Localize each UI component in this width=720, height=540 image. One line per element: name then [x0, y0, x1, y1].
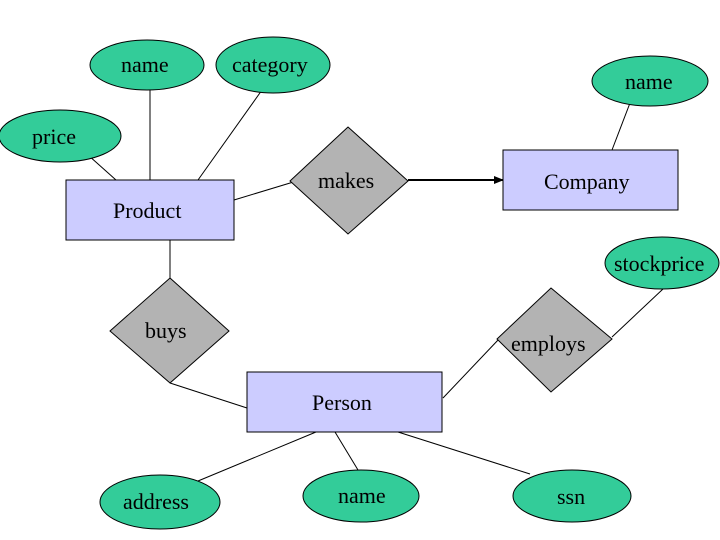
connector-product-makes [233, 179, 301, 201]
connector-company-stockprice [611, 288, 664, 338]
attribute-person-ssn-label: ssn [557, 484, 586, 509]
entity-company-box [502, 149, 679, 211]
relationship-makes-label: makes [318, 168, 375, 193]
attribute-person-address-label: address [123, 489, 189, 514]
connector-product-price [87, 154, 117, 181]
entity-company-label: Company [544, 169, 630, 194]
attribute-company-name-label: name [625, 69, 673, 94]
connector-product-category [197, 89, 263, 181]
attribute-person-address-ellipse [99, 474, 221, 530]
relationship-employs-label: employs [511, 331, 586, 356]
attribute-product-category-label: category [232, 52, 308, 77]
relationship-buys-label: buys [145, 318, 187, 343]
connector-person-ssn [397, 431, 531, 475]
connector-company-name [611, 102, 631, 151]
relationship-employs-diamond [496, 287, 613, 393]
attribute-product-name-ellipse [89, 39, 205, 91]
attribute-person-ssn-ellipse [512, 469, 632, 523]
entity-product-box [65, 179, 235, 241]
connector-person-name [334, 431, 359, 471]
entity-person-label: Person [312, 390, 372, 415]
entity-product-label: Product [113, 198, 182, 223]
connector-employs-person [442, 338, 500, 399]
attribute-person-name-ellipse [302, 469, 420, 523]
relationship-makes-diamond [289, 126, 409, 235]
attribute-product-price-ellipse [0, 109, 122, 163]
attribute-product-name-label: name [121, 52, 169, 77]
relationship-buys-diamond [109, 277, 230, 384]
attribute-person-name-label: name [338, 483, 386, 508]
attribute-company-stockprice-label: stockprice [614, 251, 705, 276]
connector-buys-person [169, 382, 248, 409]
entity-person-box [246, 371, 443, 433]
attribute-company-stockprice-ellipse [604, 236, 720, 290]
connector-person-address [197, 431, 317, 482]
attribute-product-price-label: price [32, 124, 76, 149]
attribute-product-category-ellipse [215, 36, 331, 94]
attribute-company-name-ellipse [591, 55, 709, 107]
